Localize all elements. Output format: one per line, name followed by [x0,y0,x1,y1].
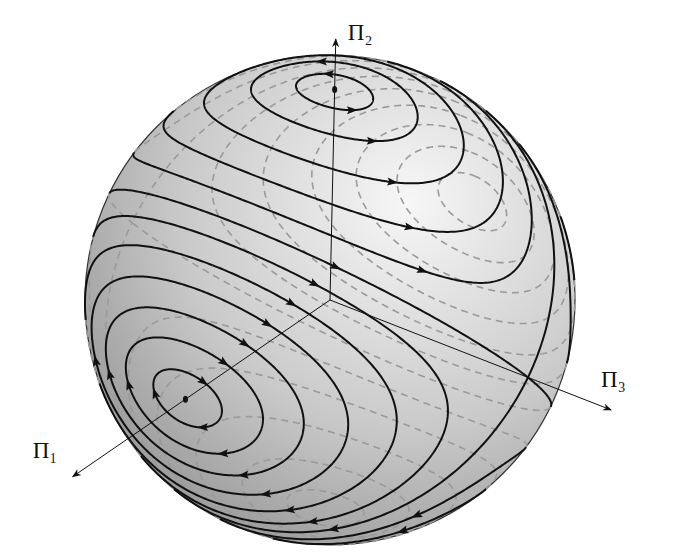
flow-arrowhead [410,510,423,522]
trajectory [296,74,373,110]
flow-arrowhead [387,178,399,187]
flow-arrowhead [285,297,299,309]
flow-arrowhead [197,423,208,431]
flow-arrowhead [404,222,416,232]
trajectory [99,265,396,511]
flow-arrowhead [329,261,342,273]
axis-label: Π₃ [601,368,626,391]
trajectory [141,241,448,523]
flow-arrowhead [217,449,228,458]
trajectory [109,190,231,222]
hidden-trajectory [174,56,387,111]
hidden-trajectory [134,61,440,153]
trajectory [106,307,304,475]
trajectory [164,111,257,176]
fixed-point [332,86,337,93]
flow-arrowhead [323,70,334,79]
trajectory [92,276,349,494]
flow-arrowhead [149,387,160,400]
axis-label: Π₁ [33,439,58,462]
flow-arrowhead [308,278,321,290]
flow-arrowhead [347,106,358,114]
flow-arrowhead [316,57,327,65]
axis-label: Π₂ [348,21,373,44]
fixed-point [183,396,188,403]
trajectory [153,369,222,427]
trajectory [220,519,235,526]
trajectory [486,111,554,407]
trajectory [85,245,213,320]
trajectory [256,62,503,232]
flow-arrowhead [91,354,101,367]
hidden-trajectory [397,146,534,262]
flow-arrowhead [327,524,339,534]
flow-arrowhead [197,376,211,389]
trajectory [251,61,418,141]
hidden-trajectory [438,173,507,231]
flow-arrowhead [367,137,378,145]
flow-arrowhead [261,318,275,331]
flow-arrowhead [416,265,429,276]
axis-line [73,300,330,477]
trajectory [242,81,532,283]
flow-arrowhead [396,526,409,537]
flow-arrowhead [123,378,134,391]
flow-arrowhead [237,471,249,480]
flow-arrowhead [238,338,252,351]
trajectory [93,216,222,241]
hidden-trajectory [212,76,567,384]
flow-arrowhead [260,490,272,499]
flow-arrowhead [104,367,115,380]
flow-arrowhead [306,517,318,527]
trajectory [235,447,526,539]
trajectory [133,153,242,200]
flow-arrowhead [218,356,232,369]
flow-arrowhead [283,505,295,514]
trajectory [174,221,528,532]
hidden-trajectory [132,68,551,411]
